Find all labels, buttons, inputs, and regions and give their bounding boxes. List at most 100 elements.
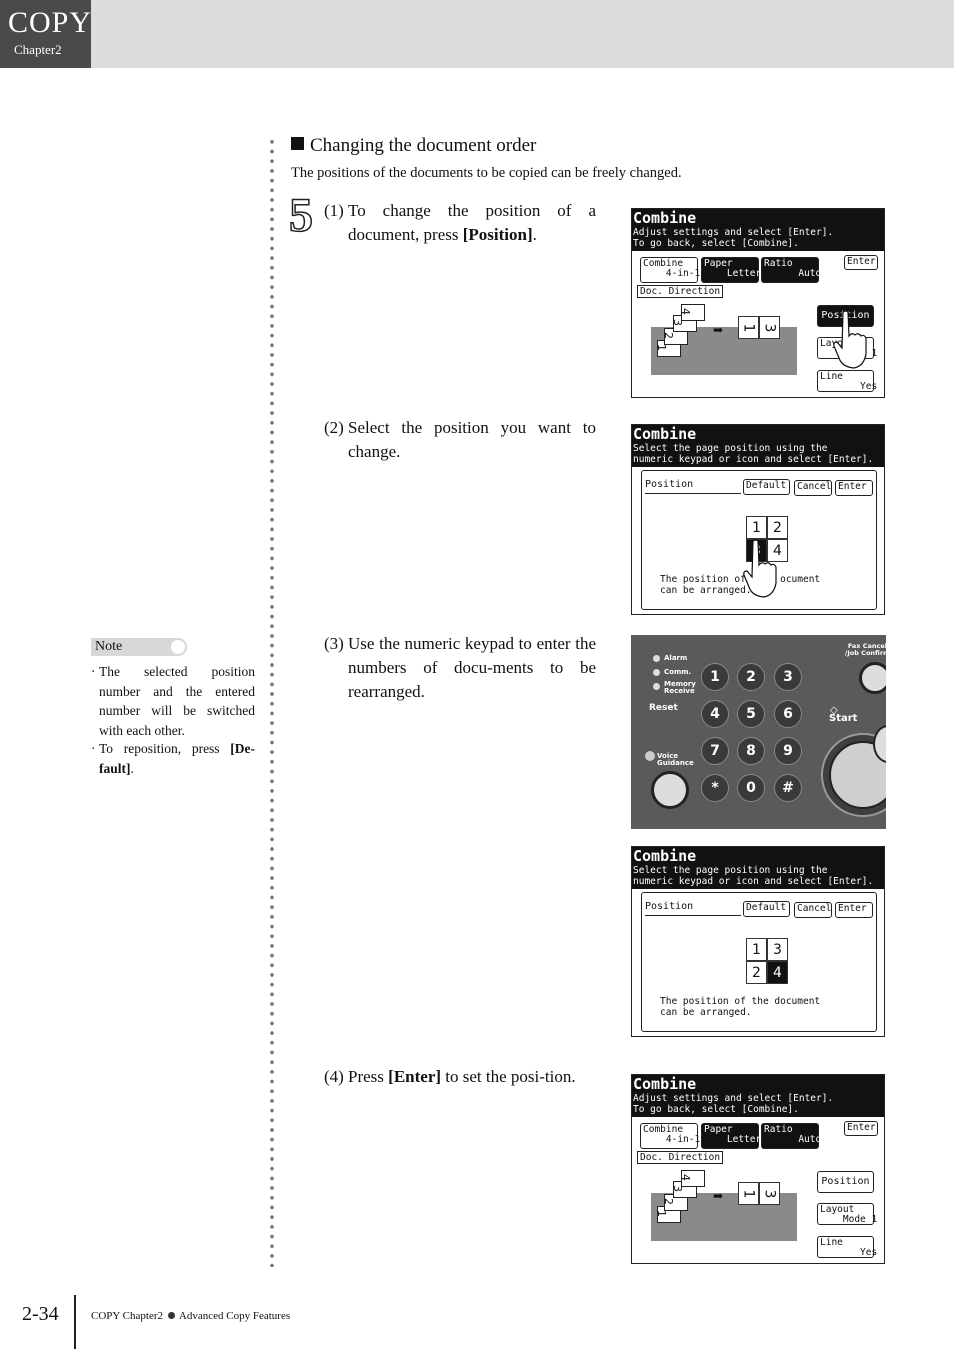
enter-button[interactable]: Enter bbox=[844, 1121, 878, 1136]
position-cell-3[interactable]: 2 bbox=[746, 961, 767, 984]
key-1[interactable]: 1 bbox=[701, 663, 729, 691]
layout-button[interactable]: Layout Mode 1 bbox=[817, 1203, 877, 1225]
default-button[interactable]: Default bbox=[743, 479, 790, 495]
grid-cell-1b: 1 bbox=[738, 1182, 759, 1205]
page-number: 2-34 bbox=[22, 1303, 59, 1325]
fax-cancel-label: Fax Cancel /Job Confirm bbox=[845, 642, 886, 657]
key-2[interactable]: 2 bbox=[737, 663, 765, 691]
pointing-hand-icon bbox=[743, 539, 777, 598]
step-2: (2) Select the position you want to chan… bbox=[324, 416, 596, 464]
key-asterisk[interactable]: * bbox=[701, 774, 729, 802]
lcd-combine-after-panel: Combine Adjust settings and select [Ente… bbox=[631, 1074, 885, 1264]
enter-button[interactable]: Enter bbox=[844, 255, 878, 270]
voice-guidance-icon bbox=[645, 751, 655, 761]
lcd-subtitle: Adjust settings and select [Enter]. To g… bbox=[633, 227, 834, 249]
step-3: (3) Use the numeric keypad to enter the … bbox=[324, 632, 596, 704]
lcd-subtitle: Adjust settings and select [Enter]. To g… bbox=[633, 1093, 834, 1115]
step-3-text: Use the numeric keypad to enter the numb… bbox=[348, 634, 596, 701]
fax-cancel-button[interactable] bbox=[859, 662, 886, 694]
arrow-right-icon: ➡ bbox=[713, 323, 724, 337]
position-popup: Position Default Cancel Enter 1 3 2 4 Th… bbox=[641, 892, 877, 1032]
default-button[interactable]: Default bbox=[743, 901, 790, 917]
lcd-title: Combine bbox=[633, 425, 697, 443]
comm-led bbox=[653, 669, 660, 676]
note-item-1-text: The selected position number and the ent… bbox=[99, 664, 255, 738]
memory-led bbox=[653, 683, 660, 690]
position-cell-2[interactable]: 3 bbox=[767, 938, 788, 961]
position-label: Position bbox=[645, 901, 694, 912]
alarm-led bbox=[653, 655, 660, 662]
step-3-number: (3) bbox=[324, 634, 344, 653]
chapter-subtitle: Chapter2 bbox=[14, 42, 62, 57]
doc-direction-label: Doc. Direction bbox=[637, 1151, 724, 1164]
lcd-position-rearranged-panel: Combine Select the page position using t… bbox=[631, 846, 885, 1037]
note-circle-icon bbox=[171, 640, 185, 654]
voice-guidance-label: Voice Guidance bbox=[657, 752, 694, 767]
key-8[interactable]: 8 bbox=[737, 737, 765, 765]
step-4-end: to set the posi-tion. bbox=[441, 1067, 576, 1086]
key-9[interactable]: 9 bbox=[774, 737, 802, 765]
position-button[interactable]: Position bbox=[817, 1171, 874, 1193]
position-popup: Position Default Cancel Enter 1 2 3 4 Th… bbox=[641, 470, 877, 610]
lcd-header: Combine Adjust settings and select [Ente… bbox=[632, 1075, 884, 1117]
grid-cell-top: 1 bbox=[738, 316, 759, 339]
header-bar bbox=[0, 0, 954, 68]
step-1-text: To change the position of a document, pr… bbox=[348, 201, 596, 244]
stack-page-4: 4 bbox=[679, 1170, 705, 1187]
enter-button[interactable]: Enter bbox=[835, 902, 873, 918]
dotted-divider bbox=[269, 137, 275, 1267]
lcd-header: Combine Select the page position using t… bbox=[632, 425, 884, 467]
popup-rule bbox=[645, 493, 741, 494]
lcd-header: Combine Adjust settings and select [Ente… bbox=[632, 209, 884, 251]
line-button[interactable]: Line Yes bbox=[817, 370, 877, 392]
grid-cell-3: 3 bbox=[759, 316, 780, 339]
key-6[interactable]: 6 bbox=[774, 700, 802, 728]
key-4[interactable]: 4 bbox=[701, 700, 729, 728]
key-7[interactable]: 7 bbox=[701, 737, 729, 765]
note-item-2-text: To reposition, press bbox=[99, 741, 231, 756]
section-heading-text: Changing the document order bbox=[310, 135, 537, 156]
lcd-title: Combine bbox=[633, 1075, 697, 1093]
reset-button[interactable] bbox=[651, 771, 689, 809]
lcd-subtitle: Select the page position using the numer… bbox=[633, 443, 874, 465]
cancel-button[interactable]: Cancel bbox=[794, 902, 832, 918]
footer-text: COPY Chapter2 Advanced Copy Features bbox=[91, 1310, 290, 1322]
chapter-tab bbox=[0, 0, 91, 68]
combine-button[interactable]: Combine 4-in-1 bbox=[640, 1123, 700, 1149]
line-button[interactable]: Line Yes bbox=[817, 1236, 877, 1258]
note-label: Note bbox=[95, 639, 123, 654]
note-item-2-bold: [De-fault] bbox=[99, 741, 255, 776]
position-label: Position bbox=[645, 479, 694, 490]
lcd-position-panel: Combine Select the page position using t… bbox=[631, 424, 885, 615]
key-hash[interactable]: # bbox=[774, 774, 802, 802]
step-1-bold: [Position] bbox=[462, 225, 533, 244]
position-cell-1[interactable]: 1 bbox=[746, 938, 767, 961]
start-diamond-icon: ◇ bbox=[830, 705, 838, 716]
note-item: ·The selected position number and the en… bbox=[91, 662, 255, 740]
position-cell-2[interactable]: 2 bbox=[767, 516, 788, 539]
lcd-combine-panel: Combine Adjust settings and select [Ente… bbox=[631, 208, 885, 398]
paper-button[interactable]: Paper Letter bbox=[701, 1123, 761, 1149]
operation-panel-keypad: Alarm Comm. Memory Receive Reset Voice G… bbox=[631, 635, 886, 829]
position-cell-4[interactable]: 4 bbox=[767, 961, 788, 984]
step-4-text: Press bbox=[348, 1067, 389, 1086]
enter-button[interactable]: Enter bbox=[835, 480, 873, 496]
ratio-button[interactable]: Ratio Auto bbox=[761, 257, 821, 283]
step-2-text: Select the position you want to change. bbox=[348, 418, 596, 461]
key-5[interactable]: 5 bbox=[737, 700, 765, 728]
position-cell-4[interactable]: 4 bbox=[767, 539, 788, 562]
position-message: The position of the document can be arra… bbox=[660, 996, 821, 1018]
key-0[interactable]: 0 bbox=[737, 774, 765, 802]
key-3[interactable]: 3 bbox=[774, 663, 802, 691]
footer-section: Advanced Copy Features bbox=[178, 1310, 291, 1322]
step-4-number: (4) bbox=[324, 1067, 344, 1086]
lcd-header: Combine Select the page position using t… bbox=[632, 847, 884, 889]
section-heading: Changing the document order bbox=[291, 135, 536, 157]
step-4: (4) Press [Enter] to set the posi-tion. bbox=[324, 1065, 596, 1089]
lcd-title: Combine bbox=[633, 209, 697, 227]
position-cell-1[interactable]: 1 bbox=[746, 516, 767, 539]
cancel-button[interactable]: Cancel bbox=[794, 480, 832, 496]
ratio-button[interactable]: Ratio Auto bbox=[761, 1123, 821, 1149]
combine-button[interactable]: Combine 4-in-1 bbox=[640, 257, 700, 283]
paper-button[interactable]: Paper Letter bbox=[701, 257, 761, 283]
